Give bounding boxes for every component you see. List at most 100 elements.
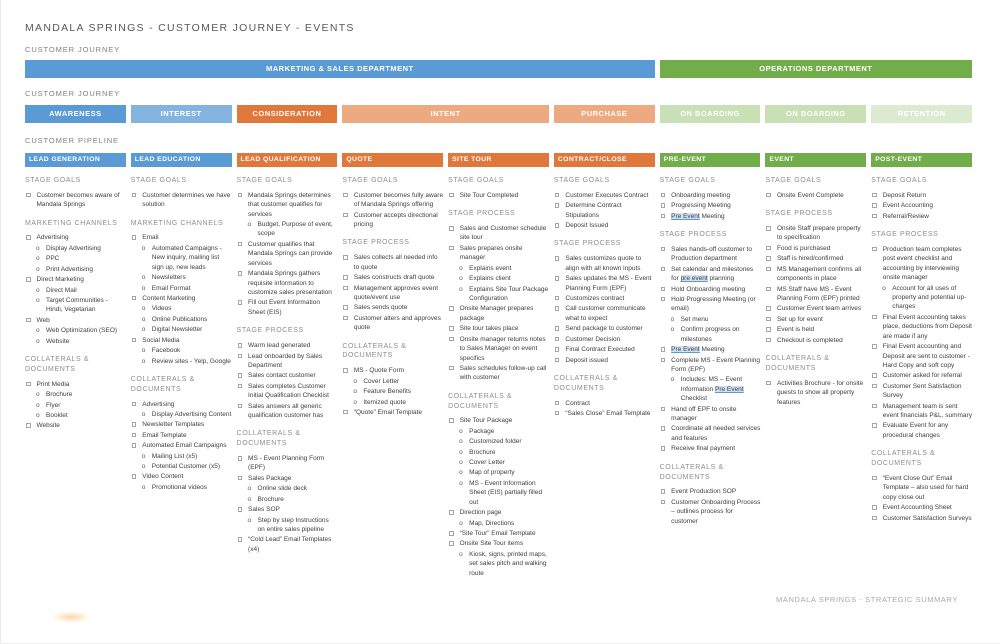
list-item: Receive final payment	[660, 444, 761, 453]
section-heading-stage-goals: STAGE GOALS	[236, 177, 293, 184]
list-item: Customer Satisfaction Surveys	[871, 514, 972, 523]
checkbox-icon	[660, 296, 666, 302]
item-text: Display Advertising Content	[151, 410, 232, 418]
section-heading-collaterals-documents: COLLATERALS & DOCUMENTS	[342, 342, 407, 360]
checkbox-icon	[131, 192, 137, 198]
item-text: Referral/Review	[882, 212, 929, 220]
section-heading-collaterals-documents: COLLATERALS & DOCUMENTS	[25, 356, 90, 373]
item-text: Warm lead generated	[248, 342, 311, 350]
item-text: Itemized quote	[363, 398, 406, 406]
circle-marker-icon: o	[459, 285, 463, 293]
list-item: Customizes contract	[554, 294, 655, 303]
circle-marker-icon: o	[141, 326, 146, 334]
circle-marker-icon: o	[36, 244, 40, 252]
list-item: Sales answers all generic qualification …	[237, 402, 338, 421]
customer-journey-label: CUSTOMER JOURNEY	[25, 45, 121, 54]
list-item: “Sales Close” Email Template	[554, 409, 655, 418]
list-item: Call customer communicate what to expect	[554, 304, 655, 323]
checkbox-icon	[872, 213, 877, 219]
checkbox-icon	[554, 276, 560, 281]
item-text: Final Contract Executed	[565, 346, 635, 354]
item-text: Evaluate Event for any procedural change…	[882, 422, 949, 439]
checkbox-icon	[343, 368, 348, 373]
item-text: Site Tour Completed	[459, 191, 519, 199]
circle-marker-icon: o	[670, 315, 675, 323]
item-text: Flyer	[46, 401, 61, 409]
list-item: “Event Close Out” Email Template – also …	[871, 474, 972, 502]
list-item: Event Production SOP	[660, 487, 761, 496]
item-text: Customer Event team arrives	[776, 305, 862, 313]
section-heading-stage-goals: STAGE GOALS	[25, 177, 81, 184]
list-item: Customer becomes fully aware of Mandala …	[342, 191, 443, 210]
checkbox-icon	[660, 489, 666, 494]
checkbox-icon	[660, 203, 666, 208]
department-bar-marketing-sales-department: MARKETING & SALES DEPARTMENT	[25, 60, 655, 78]
circle-marker-icon: o	[36, 286, 40, 294]
item-text: Sales updates the MS - Event Planning Fo…	[565, 275, 652, 292]
circle-marker-icon: o	[141, 305, 146, 313]
list-item: Sales customizes quote to align with all…	[554, 254, 655, 273]
checkbox-icon	[554, 347, 560, 352]
checkbox-icon	[872, 373, 877, 378]
checkbox-icon	[237, 241, 243, 247]
checkbox-icon	[766, 256, 771, 261]
item-text: Customized folder	[469, 438, 522, 446]
checkbox-icon	[237, 300, 243, 305]
list-item: Contract	[554, 399, 655, 408]
circle-marker-icon: o	[141, 284, 146, 292]
checkbox-icon	[343, 212, 348, 218]
item-text: Promotional videos	[151, 483, 208, 491]
item-text: Newsletters	[151, 274, 186, 282]
list-item: Sales hands-off customer to Production d…	[660, 245, 761, 264]
checkbox-icon	[449, 531, 454, 536]
item-text: Onsite Event Complete	[776, 191, 844, 199]
checkbox-icon	[131, 422, 137, 427]
checkbox-icon	[449, 336, 454, 342]
checkbox-icon	[660, 286, 666, 292]
item-text: Direct Mail	[46, 286, 77, 294]
section-heading-collaterals-documents: COLLATERALS & DOCUMENTS	[236, 430, 301, 448]
list-item: Final Event accounting and Deposit are s…	[871, 342, 972, 370]
list-item: Customer becomes aware of Mandala Spring…	[25, 191, 126, 210]
checkbox-icon	[872, 383, 877, 389]
list-item: “Site Tour” Email Template	[448, 529, 549, 538]
item-text: Kiosk, signs, printed maps, set sales pi…	[469, 550, 547, 577]
item-text: Call customer communicate what to expect	[565, 305, 646, 322]
item-text: Website	[36, 422, 60, 430]
column-header-pre-event: PRE-EVENT	[659, 153, 761, 167]
checkbox-icon	[766, 286, 771, 292]
checkbox-icon	[660, 266, 666, 272]
item-text: Feature Benefits	[363, 388, 412, 396]
checkbox-icon	[766, 266, 771, 272]
checkbox-icon	[660, 213, 666, 219]
checkbox-icon	[449, 226, 454, 231]
item-text: Sales collects all needed info to quote	[353, 254, 438, 271]
item-text: Potential Customer (x5)	[151, 463, 221, 471]
item-text: Customer becomes aware of Mandala Spring…	[36, 191, 120, 209]
list-item: Sales SOP	[237, 505, 338, 514]
list-item: Print Media	[25, 380, 126, 389]
checkbox-icon	[872, 314, 877, 320]
circle-marker-icon: o	[141, 244, 146, 252]
section-heading-marketing-channels: MARKETING CHANNELS	[25, 219, 118, 227]
circle-marker-icon: o	[36, 265, 40, 273]
highlighted-text: pre event	[680, 275, 708, 283]
list-item: Food is purchased	[765, 244, 866, 253]
customer-journey-label-2: CUSTOMER JOURNEY	[25, 89, 121, 98]
checkbox-icon	[131, 401, 137, 407]
list-item: Mandala Springs gathers requisite inform…	[237, 269, 338, 297]
item-text: Facebook	[151, 347, 181, 355]
column-header-site-tour: SITE TOUR	[448, 153, 549, 167]
list-item: Complete MS - Event Planning Form (EPF)	[660, 356, 761, 375]
customer-pipeline-label: CUSTOMER PIPELINE	[25, 136, 119, 145]
